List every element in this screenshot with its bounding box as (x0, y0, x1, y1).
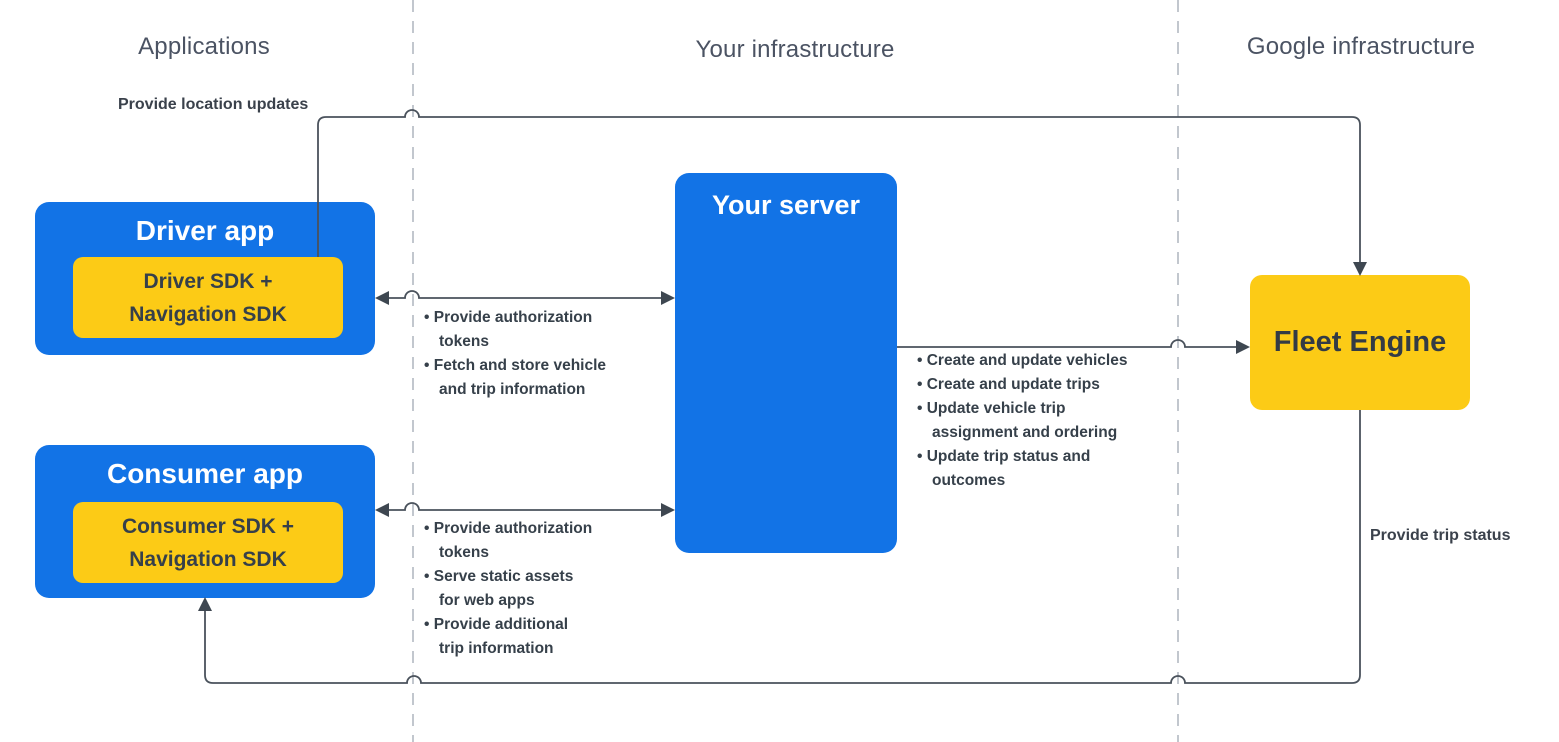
arrowhead-into-fleet-left (1236, 340, 1250, 354)
bullet-item: Update vehicle trip assignment and order… (917, 397, 1187, 445)
bullet-item: Update trip status and outcomes (917, 445, 1187, 493)
arrowhead-into-consumer-bottom (198, 597, 212, 611)
connector-server-fleet (897, 339, 1236, 348)
arrowhead-into-fleet-top (1353, 262, 1367, 276)
arrowhead-into-server-lower (661, 503, 675, 517)
lane-header-applications: Applications (138, 33, 270, 60)
arrowhead-into-consumer (375, 503, 389, 517)
bullet-item: Provide authorization tokens (424, 306, 664, 354)
bullet-item: Fetch and store vehicle and trip informa… (424, 354, 664, 402)
driver-sdk-node: Driver SDK + Navigation SDK (73, 257, 343, 338)
location-updates-label: Provide location updates (118, 96, 309, 113)
bullet-item: Serve static assets for web apps (424, 565, 664, 613)
your-server-node: Your server (675, 173, 897, 553)
connector-consumer-server (389, 502, 661, 511)
connector-driver-server (389, 290, 661, 299)
server-fleet-bullet-list: Create and update vehiclesCreate and upd… (917, 349, 1187, 493)
consumer-sdk-node: Consumer SDK + Navigation SDK (73, 502, 343, 583)
your-server-title: Your server (711, 190, 861, 220)
driver-app-title: Driver app (135, 215, 275, 246)
bullet-item: Create and update trips (917, 373, 1187, 397)
bullet-item: Provide authorization tokens (424, 517, 664, 565)
driver-server-bullet-list: Provide authorization tokensFetch and st… (424, 306, 664, 402)
consumer-app-title: Consumer app (106, 458, 304, 489)
bullet-item: Create and update vehicles (917, 349, 1187, 373)
fleet-engine-node: Fleet Engine (1250, 275, 1470, 410)
bullet-item: Provide additional trip information (424, 613, 664, 661)
arrowhead-into-server-upper (661, 291, 675, 305)
lane-header-google-infrastructure: Google infrastructure (1246, 33, 1476, 60)
consumer-server-bullet-list: Provide authorization tokensServe static… (424, 517, 664, 661)
arrowhead-into-driver (375, 291, 389, 305)
trip-status-label: Provide trip status (1370, 527, 1511, 544)
lane-header-your-infrastructure: Your infrastructure (695, 36, 895, 63)
